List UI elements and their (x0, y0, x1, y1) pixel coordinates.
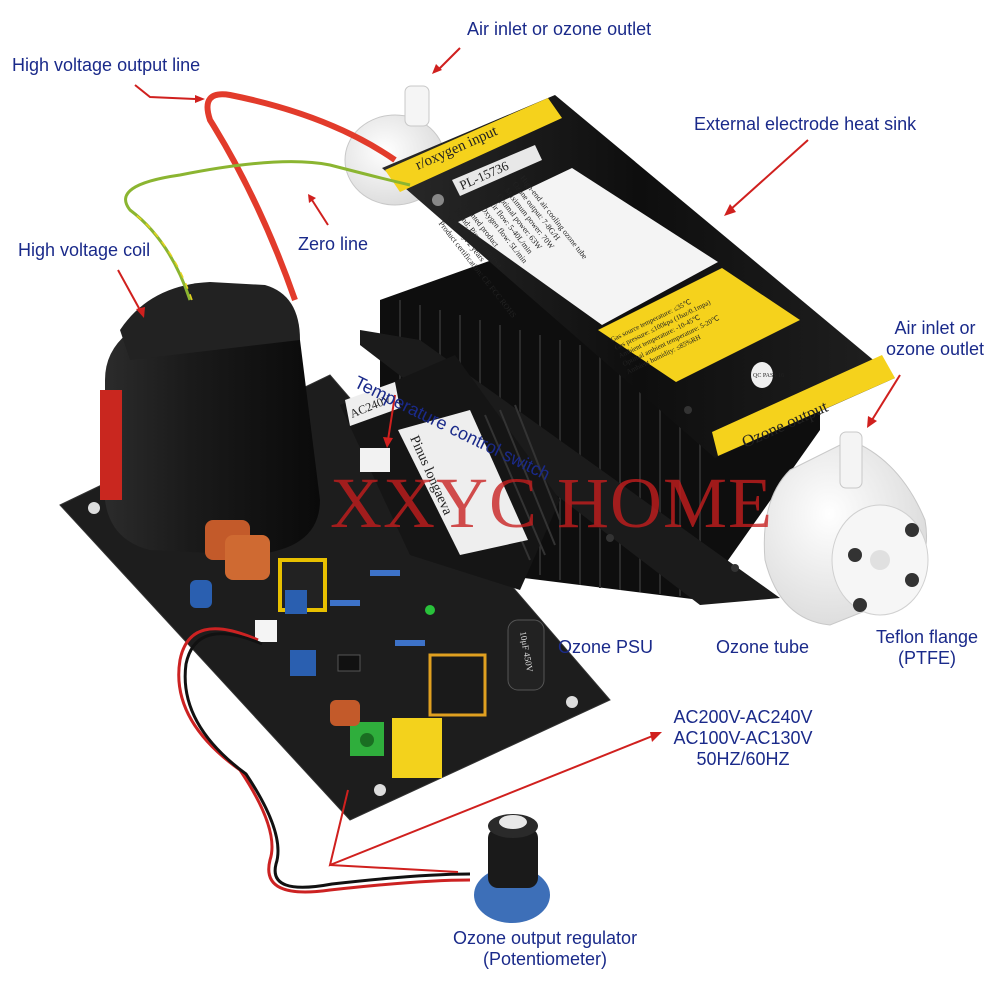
inductor (428, 653, 487, 717)
label-voltage-spec: AC200V-AC240V AC100V-AC130V 50HZ/60HZ (658, 707, 828, 770)
pot-knob (488, 828, 538, 888)
label-regulator-line2: (Potentiometer) (482, 949, 608, 969)
electrolytic-capacitor (507, 619, 545, 691)
potentiometer (474, 814, 550, 923)
label-ozone-psu: Ozone PSU (558, 637, 654, 657)
label-voltage-line2: AC100V-AC130V (673, 728, 813, 748)
top-yellow-strip (385, 98, 562, 192)
pot-knob-cap (499, 815, 527, 829)
label-zero-line: Zero line (298, 234, 369, 254)
label-teflon-line2: (PTFE) (898, 648, 956, 668)
temperature-switch (360, 448, 390, 472)
mount-hole (606, 534, 614, 542)
connector (255, 620, 277, 642)
pcb-hole (374, 784, 386, 796)
mount-hole (684, 406, 692, 414)
label-high-voltage-coil: High voltage coil (18, 240, 151, 260)
pcb-hole (88, 502, 100, 514)
qc-badge (751, 362, 773, 388)
capacitor-blue (190, 580, 212, 608)
resistor (370, 570, 400, 576)
trimmer (290, 650, 316, 676)
label-air-inlet-top: Air inlet or ozone outlet (467, 19, 652, 39)
zero-wire (124, 160, 411, 301)
capacitor (225, 535, 270, 580)
ic-chip (337, 654, 361, 672)
resistor (395, 640, 425, 646)
voltage-badge (345, 382, 400, 426)
label-teflon-flange: Teflon flange (PTFE) (862, 627, 992, 669)
qc-text: QC PASS 16 (753, 373, 784, 379)
resistor (330, 600, 360, 606)
ozone-psu: AC240V Pinus longaeva 10μF 450V (59, 282, 611, 821)
label-ozone-tube: Ozone tube (716, 637, 810, 657)
flange-screw (848, 548, 862, 562)
coil-warning-label (100, 390, 122, 500)
capacitor (330, 700, 360, 726)
high-voltage-wire (204, 91, 397, 301)
label-regulator-line1: Ozone output regulator (452, 928, 638, 948)
watermark: XXYC HOME (330, 463, 774, 543)
label-air-inlet-right-line2: ozone outlet (885, 339, 985, 359)
flange-screw (905, 523, 919, 537)
right-teflon-flange (763, 431, 929, 626)
label-teflon-line1: Teflon flange (875, 627, 979, 647)
terminal-screw (360, 733, 374, 747)
pcb-hole (566, 696, 578, 708)
annotation-arrows (117, 47, 901, 873)
top-nozzle (404, 85, 430, 127)
screw-terminal (432, 194, 444, 206)
right-nozzle (839, 431, 863, 489)
conditions-sticker (598, 268, 800, 382)
label-heat-sink: External electrode heat sink (694, 114, 917, 134)
flange-port (870, 550, 890, 570)
trimmer (285, 590, 307, 614)
label-voltage-line1: AC200V-AC240V (673, 707, 813, 727)
brand-plate (398, 410, 528, 555)
label-air-inlet-right: Air inlet or ozone outlet (870, 318, 1000, 360)
label-high-voltage-output-line: High voltage output line (12, 55, 201, 75)
model-plate (452, 145, 542, 196)
psu-components: 10μF 450V (190, 520, 545, 778)
label-output-regulator: Ozone output regulator (Potentiometer) (430, 928, 660, 970)
flange-screw (853, 598, 867, 612)
spec-sticker (458, 168, 718, 325)
film-capacitor (392, 718, 442, 778)
high-voltage-coil (100, 282, 320, 555)
wires (124, 91, 471, 894)
mount-hole (731, 564, 739, 572)
led (425, 605, 435, 615)
label-air-inlet-right-line1: Air inlet or (894, 318, 976, 338)
label-voltage-line3: 50HZ/60HZ (696, 749, 790, 769)
bottom-yellow-strip (712, 355, 895, 456)
flange-screw (905, 573, 919, 587)
